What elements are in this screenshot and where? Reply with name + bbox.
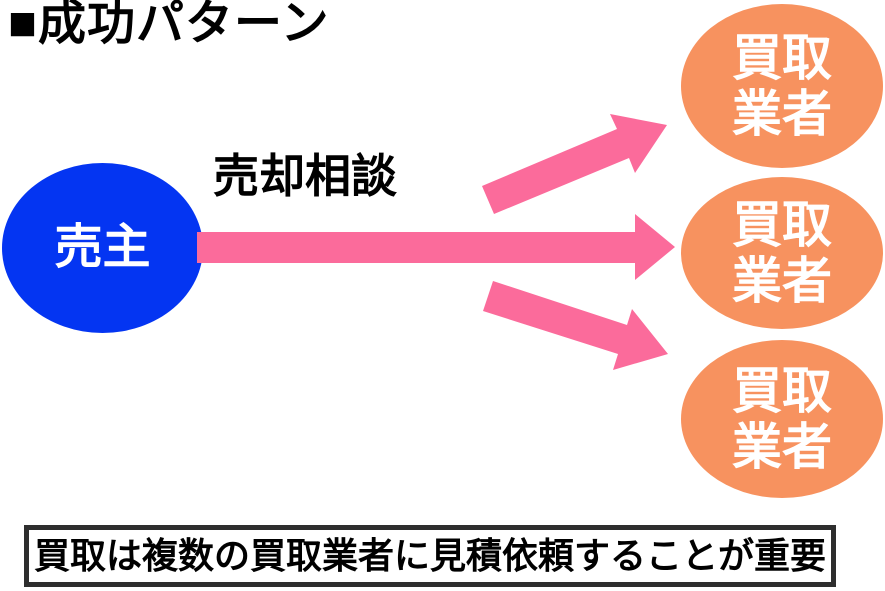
seller-ellipse: 売主 (2, 163, 203, 333)
seller-label: 売主 (54, 221, 151, 274)
arrow-to-buyer-1-icon (482, 114, 667, 214)
buyer-label-1: 買取 業者 (732, 30, 832, 142)
buyer-ellipse-3: 買取 業者 (681, 340, 883, 498)
buyer-ellipse-2: 買取 業者 (681, 177, 883, 329)
arrow-to-buyer-2-icon (197, 214, 675, 280)
page-title: ■成功パターン (8, 0, 330, 50)
note-text: 買取は複数の買取業者に見積依頼することが重要 (33, 535, 826, 576)
buyer-ellipse-1: 買取 業者 (681, 4, 883, 168)
arrow-to-buyer-3-icon (483, 281, 668, 370)
buyer-label-2: 買取 業者 (732, 197, 832, 309)
note-box: 買取は複数の買取業者に見積依頼することが重要 (24, 525, 836, 587)
consultation-label: 売却相談 (213, 150, 397, 202)
buyer-label-3: 買取 業者 (732, 363, 832, 475)
